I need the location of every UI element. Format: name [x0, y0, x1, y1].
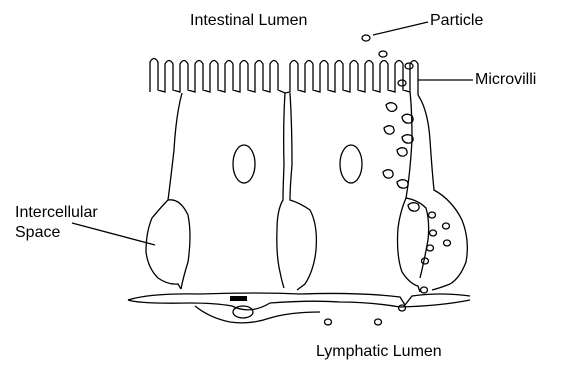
- nucleus-middle: [340, 145, 362, 183]
- lymphatic-lumen-label: Lymphatic Lumen: [316, 342, 442, 361]
- particle-label: Particle: [430, 11, 483, 30]
- particle: [362, 35, 370, 41]
- particle: [430, 230, 437, 236]
- middle-cell-left-wall: [290, 93, 316, 290]
- particle: [325, 319, 332, 325]
- left-cell-outline: [146, 93, 182, 289]
- particle: [429, 212, 436, 218]
- particle: [375, 319, 382, 325]
- particle: [379, 51, 387, 57]
- particle: [444, 240, 451, 246]
- right-cell-outline: [418, 95, 467, 290]
- microvilli-label: Microvilli: [475, 70, 536, 89]
- vesicle: [384, 126, 394, 134]
- junction-marker: [230, 296, 247, 301]
- left-cell-inner-wall: [168, 200, 190, 289]
- microvilli-brush-border: [150, 59, 418, 96]
- vesicle: [408, 203, 419, 211]
- endothelial-nucleus: [233, 306, 253, 318]
- particle: [399, 305, 406, 311]
- intercellular-label-line2: Space: [15, 223, 98, 243]
- intercellular-label-line1: Intercellular: [15, 203, 98, 223]
- vesicle: [383, 170, 393, 178]
- vesicle: [397, 180, 408, 188]
- particle: [398, 80, 406, 86]
- intestinal-lumen-label: Intestinal Lumen: [190, 11, 307, 30]
- particle: [422, 258, 429, 264]
- particle: [443, 223, 450, 229]
- intercellular-space-label: Intercellular Space: [15, 203, 98, 243]
- vesicle: [397, 148, 407, 156]
- nucleus-left: [233, 145, 255, 183]
- particle-leader: [373, 22, 428, 35]
- left-cell-right-wall: [277, 93, 285, 288]
- particle: [405, 63, 413, 69]
- particle: [427, 245, 434, 251]
- middle-cell-right-wall: [398, 92, 421, 292]
- particle: [421, 287, 428, 293]
- basement-membrane-bottom: [128, 300, 470, 310]
- vesicle: [386, 103, 397, 112]
